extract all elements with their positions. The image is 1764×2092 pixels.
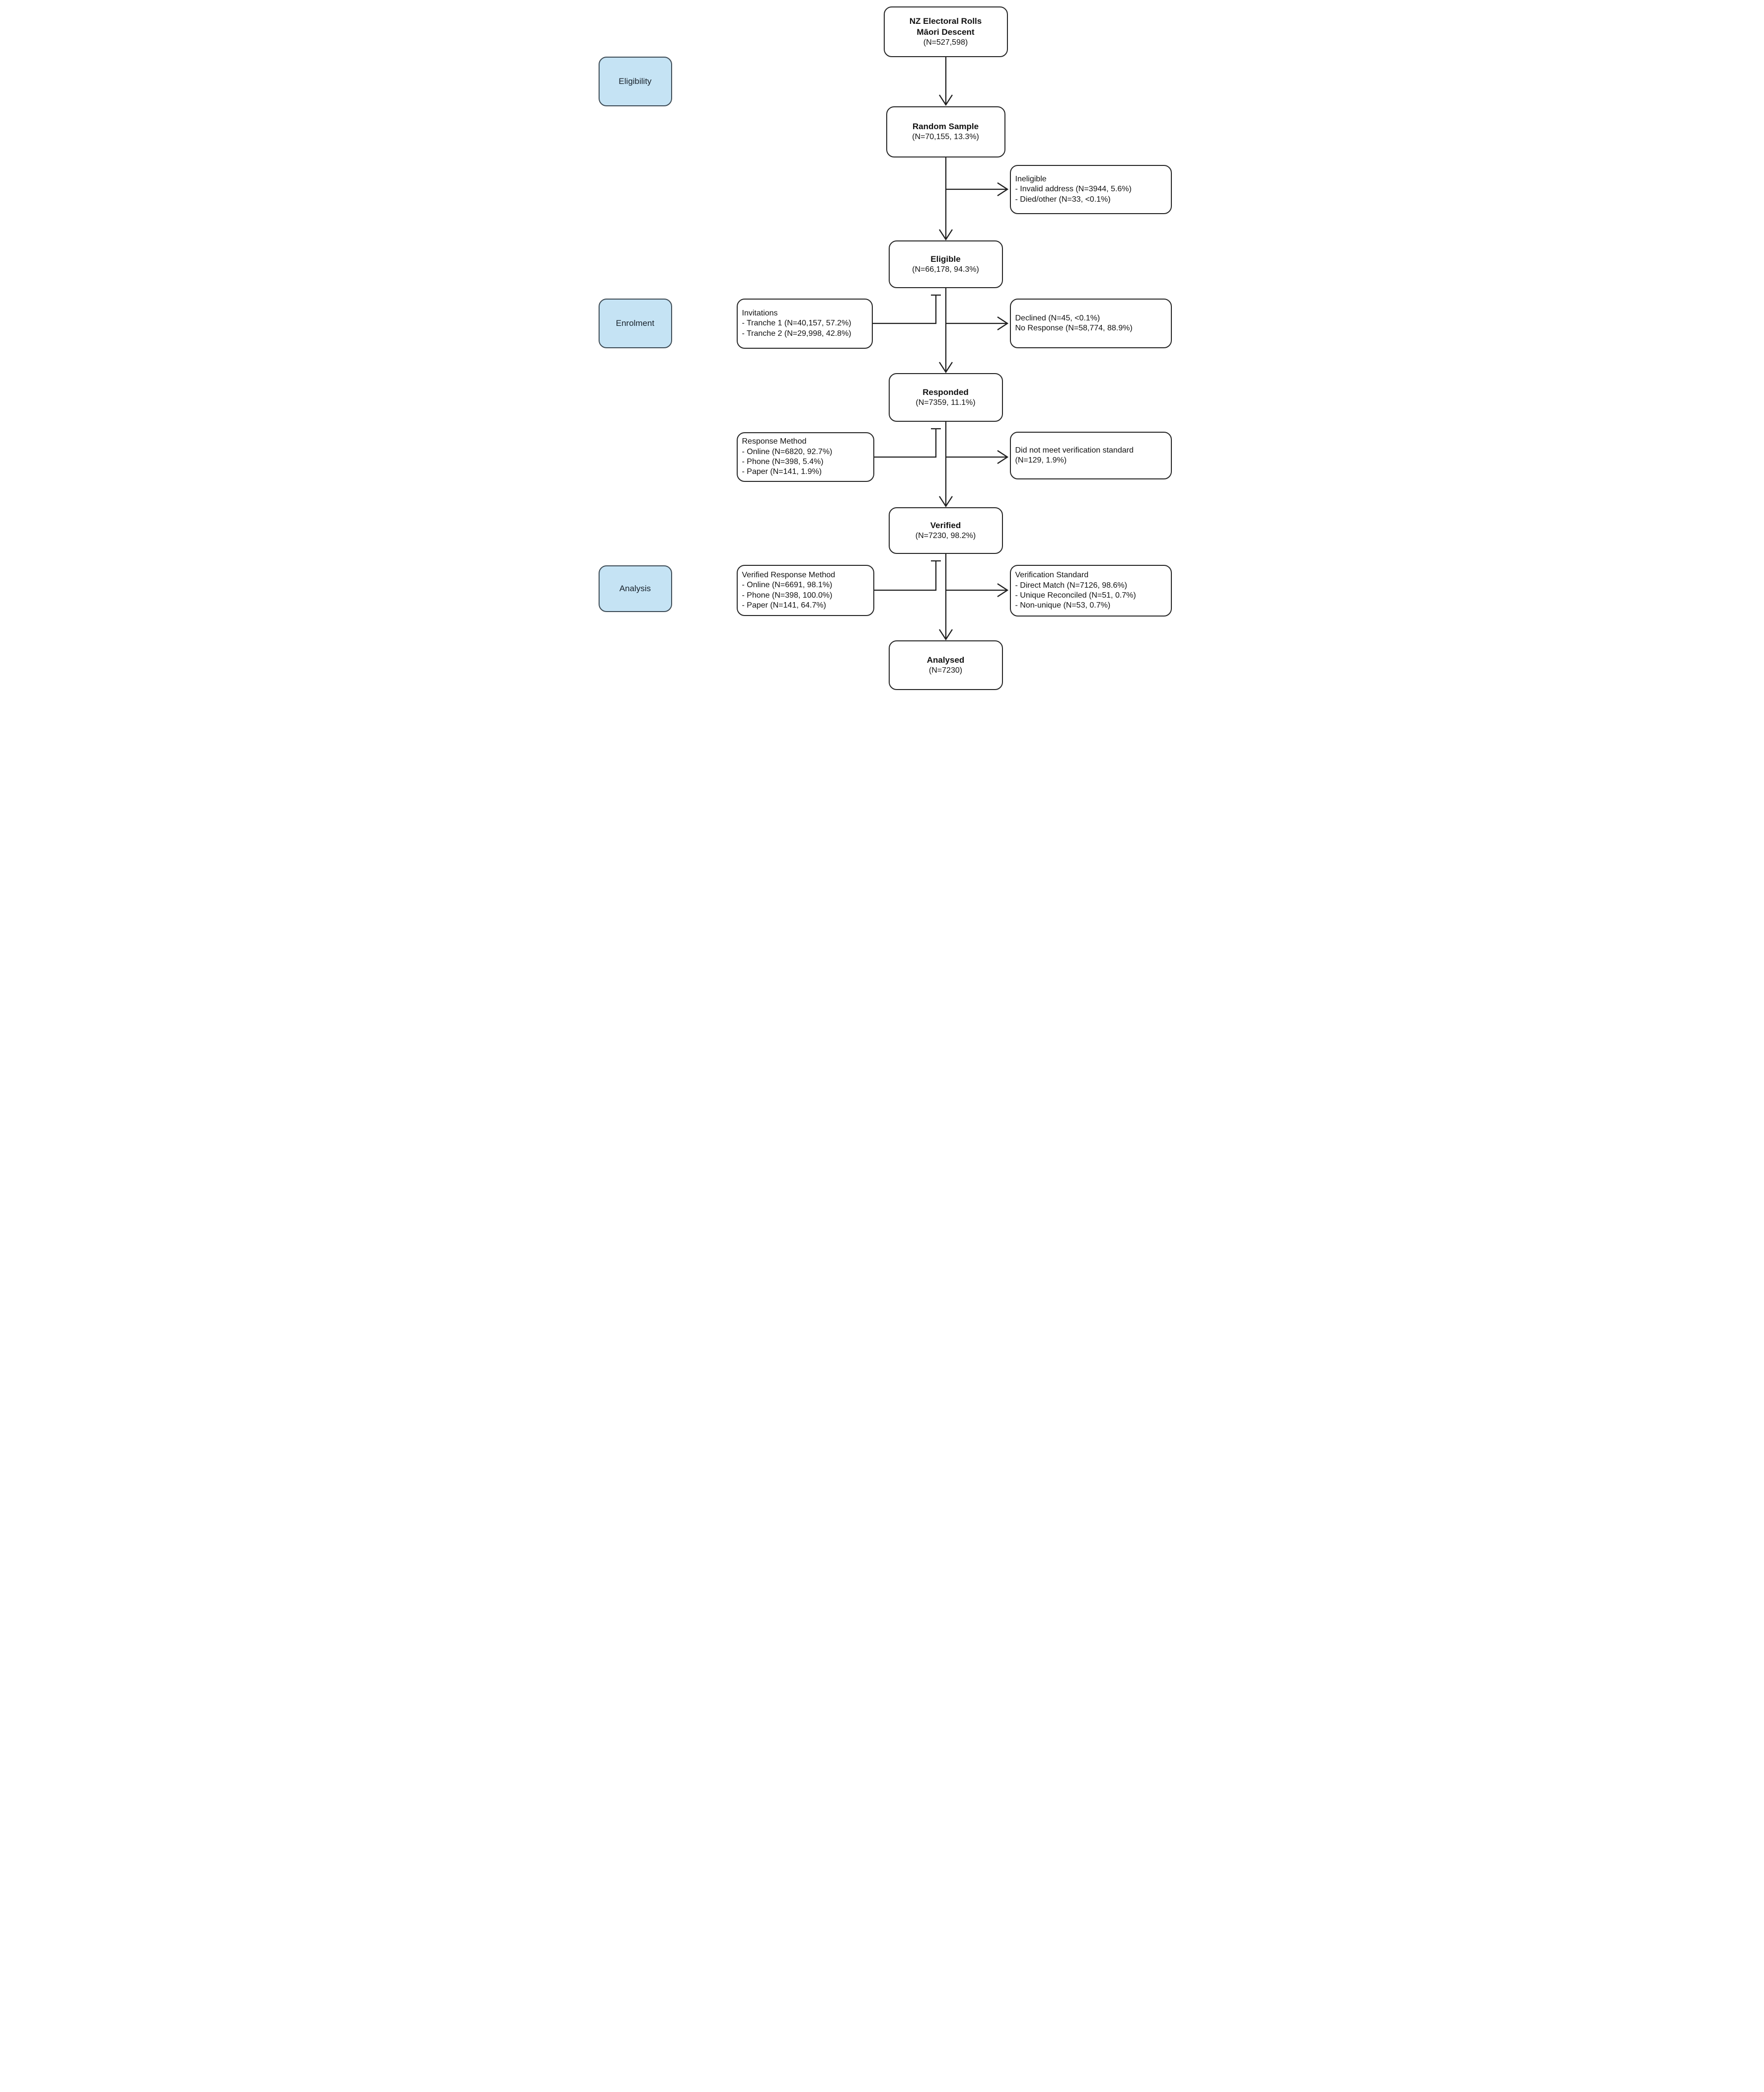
node-random-sample: Random Sample (N=70,155, 13.3%)	[886, 106, 1005, 157]
node-verification-standard: Verification Standard - Direct Match (N=…	[1009, 565, 1172, 617]
node-did-not-meet-verification: Did not meet verification standard (N=12…	[1009, 432, 1172, 479]
node-invitations-item: - Tranche 2 (N=29,998, 42.8%)	[742, 329, 851, 338]
node-declined-item: Declined (N=45, <0.1%)	[1015, 313, 1100, 322]
arrow-verified-to-analysed	[938, 554, 953, 641]
node-did-not-meet-item: Did not meet verification standard	[1015, 446, 1134, 455]
arrow-responded-to-verified	[938, 422, 953, 508]
node-eligible-n: (N=66,178, 94.3%)	[912, 265, 979, 274]
node-verification-standard-item: - Direct Match (N=7126, 98.6%)	[1015, 581, 1127, 590]
arrow-branch-to-did-not-meet	[945, 450, 1008, 464]
arrow-source-to-random-sample	[938, 57, 953, 106]
node-eligible: Eligible (N=66,178, 94.3%)	[888, 240, 1003, 288]
node-verified-response-method: Verified Response Method - Online (N=669…	[736, 565, 874, 616]
node-invitations-title: Invitations	[742, 309, 778, 317]
arrow-branch-to-verification-standard	[945, 583, 1008, 597]
node-analysed-title: Analysed	[926, 655, 965, 665]
node-verified-n: (N=7230, 98.2%)	[915, 531, 976, 540]
node-response-method-title: Response Method	[742, 437, 807, 446]
node-verified-response-method-title: Verified Response Method	[742, 570, 836, 579]
node-declined-no-response: Declined (N=45, <0.1%) No Response (N=58…	[1009, 299, 1172, 348]
node-response-method-item: - Paper (N=141, 1.9%)	[742, 467, 822, 476]
stage-label-analysis-text: Analysis	[619, 584, 651, 593]
arrow-branch-to-ineligible	[945, 182, 1008, 196]
stage-label-eligibility-text: Eligibility	[618, 77, 652, 86]
connector-response-method-merge	[874, 428, 941, 458]
node-ineligible-item: - Died/other (N=33, <0.1%)	[1015, 195, 1111, 204]
stage-label-enrolment: Enrolment	[598, 299, 672, 348]
flow-diagram: Eligibility Enrolment Analysis NZ Electo…	[588, 0, 1176, 697]
node-ineligible-title: Ineligible	[1015, 174, 1047, 183]
node-verified: Verified (N=7230, 98.2%)	[888, 507, 1003, 554]
node-verified-response-method-item: - Phone (N=398, 100.0%)	[742, 591, 833, 600]
node-did-not-meet-item: (N=129, 1.9%)	[1015, 456, 1067, 465]
arrow-random-sample-to-eligible	[938, 157, 953, 241]
arrow-eligible-to-responded	[938, 288, 953, 374]
stage-label-analysis: Analysis	[598, 565, 672, 612]
stage-label-enrolment-text: Enrolment	[615, 318, 655, 328]
connector-verified-response-merge	[874, 560, 941, 591]
node-invitations-item: - Tranche 1 (N=40,157, 57.2%)	[742, 319, 851, 328]
node-invitations: Invitations - Tranche 1 (N=40,157, 57.2%…	[736, 299, 873, 349]
node-source-n: (N=527,598)	[923, 38, 968, 47]
node-ineligible-item: - Invalid address (N=3944, 5.6%)	[1015, 185, 1132, 194]
node-random-sample-title: Random Sample	[912, 122, 979, 132]
node-verification-standard-item: - Unique Reconciled (N=51, 0.7%)	[1015, 591, 1136, 600]
node-response-method-item: - Online (N=6820, 92.7%)	[742, 447, 833, 456]
node-responded-n: (N=7359, 11.1%)	[916, 398, 976, 407]
node-random-sample-n: (N=70,155, 13.3%)	[912, 133, 979, 142]
node-ineligible: Ineligible - Invalid address (N=3944, 5.…	[1009, 165, 1172, 214]
node-responded: Responded (N=7359, 11.1%)	[888, 373, 1003, 422]
node-declined-item: No Response (N=58,774, 88.9%)	[1015, 324, 1133, 332]
node-source-title-line1: NZ Electoral Rolls	[909, 16, 982, 26]
node-source-title-line2: Māori Descent	[917, 27, 975, 37]
node-responded-title: Responded	[922, 387, 969, 397]
node-verified-response-method-item: - Online (N=6691, 98.1%)	[742, 581, 833, 590]
stage-label-eligibility: Eligibility	[598, 57, 672, 106]
node-eligible-title: Eligible	[930, 254, 961, 264]
node-source-population: NZ Electoral Rolls Māori Descent (N=527,…	[883, 6, 1008, 57]
node-analysed-n: (N=7230)	[928, 666, 963, 675]
node-verified-title: Verified	[930, 520, 961, 530]
node-response-method: Response Method - Online (N=6820, 92.7%)…	[736, 432, 874, 482]
node-response-method-item: - Phone (N=398, 5.4%)	[742, 458, 824, 466]
node-verification-standard-item: - Non-unique (N=53, 0.7%)	[1015, 601, 1111, 610]
node-analysed: Analysed (N=7230)	[888, 640, 1003, 690]
node-verification-standard-title: Verification Standard	[1015, 571, 1089, 580]
node-verified-response-method-item: - Paper (N=141, 64.7%)	[742, 601, 826, 610]
arrow-branch-to-declined	[945, 316, 1008, 330]
connector-invitations-merge	[872, 294, 941, 324]
